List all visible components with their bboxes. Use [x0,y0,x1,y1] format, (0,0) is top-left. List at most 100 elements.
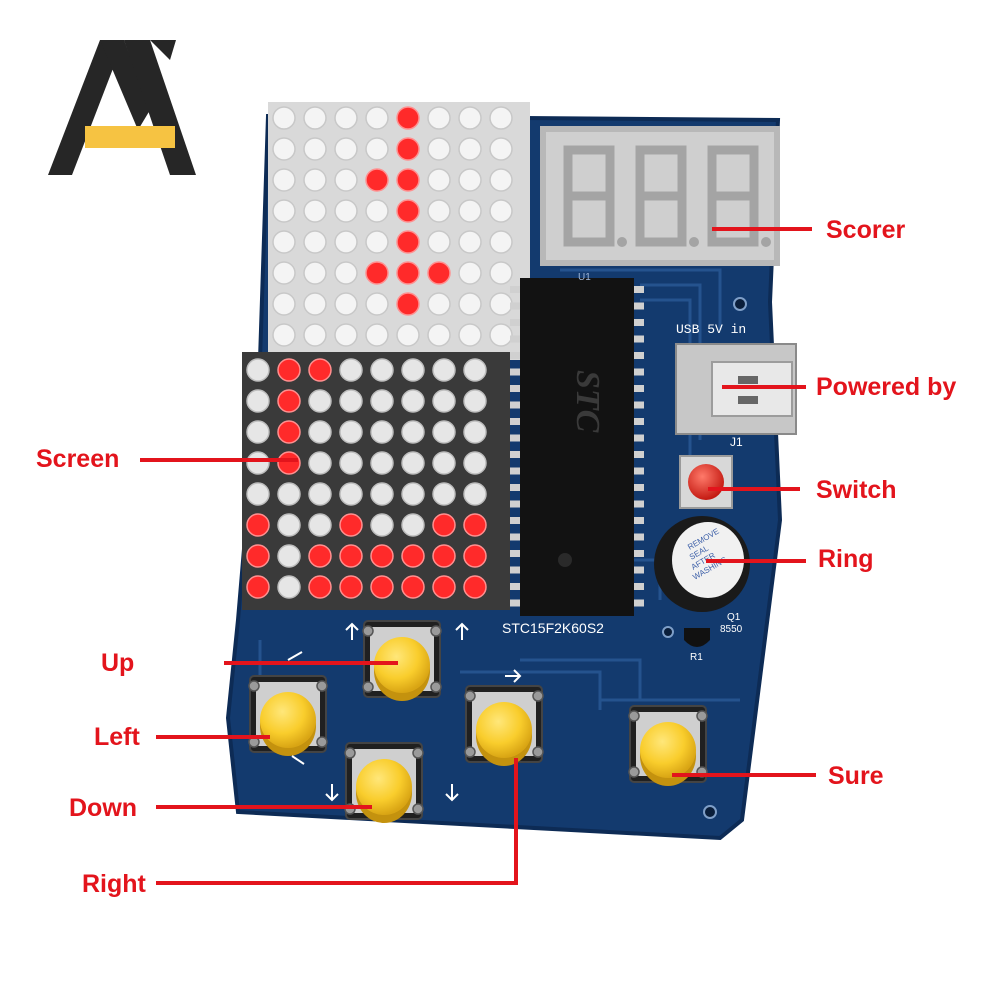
led-dot [365,168,389,192]
power-switch [679,455,733,509]
led-dot [432,513,456,537]
led-dot [339,389,363,413]
led-dot [272,199,296,223]
led-dot [458,106,482,130]
led-dot [427,137,451,161]
led-dot [370,451,394,475]
down-button[interactable] [344,742,424,823]
chip-pin [510,352,520,359]
led-dot [303,292,327,316]
led-dot [489,199,513,223]
led-dot [401,513,425,537]
chip-pin [510,302,520,310]
led-dot [432,358,456,382]
led-dot [308,575,332,599]
chip-pin [634,517,644,524]
usb-ref: J1 [730,435,743,449]
led-dot [458,168,482,192]
led-dot [277,513,301,537]
up-button[interactable] [362,620,442,701]
led-dot [246,420,270,444]
led-dot [277,544,301,568]
sure-button[interactable] [628,705,708,786]
led-dot [277,482,301,506]
led-dot [427,292,451,316]
callout-ring: Ring [818,545,874,573]
right-line [156,758,518,885]
led-dot [272,230,296,254]
led-dot [427,230,451,254]
led-dot [489,137,513,161]
led-dot [246,544,270,568]
led-dot [303,168,327,192]
chip-pin [634,599,644,607]
led-dot [246,451,270,475]
led-dot [365,323,389,347]
led-dot [303,323,327,347]
led-dot [246,575,270,599]
led-dot [463,575,487,599]
chip-pin [510,467,520,475]
chip-pin [510,418,520,425]
led-dot [432,544,456,568]
right-button[interactable] [464,685,544,766]
led-dot [370,389,394,413]
led-dot [458,261,482,285]
led-dot [308,482,332,506]
digit-segment [707,145,759,247]
led-dot [308,389,332,413]
led-dot [396,137,420,161]
led-dot [308,420,332,444]
chip-pin [634,286,644,293]
chip-pin [634,500,644,508]
led-dot [365,292,389,316]
led-dot [272,168,296,192]
chip-pin [634,352,644,359]
led-dot [334,261,358,285]
chip-pin [510,451,520,458]
led-dot [432,420,456,444]
led-matrix-top [268,102,530,360]
led-dot [396,261,420,285]
led-dot [370,544,394,568]
led-dot [463,513,487,537]
callout-up: Up [101,649,135,677]
chip-pin [510,434,520,442]
led-dot [489,292,513,316]
led-dot [339,451,363,475]
led-dot [401,358,425,382]
led-dot [272,292,296,316]
chip-pin [510,599,520,607]
transistor: Q1 8550 R1 [684,612,743,663]
led-dot [463,482,487,506]
led-dot [339,358,363,382]
led-dot [489,230,513,254]
led-dot [396,230,420,254]
led-dot [432,389,456,413]
led-dot [463,358,487,382]
chip-pin [510,319,520,326]
led-dot [463,389,487,413]
led-dot [489,261,513,285]
left-button[interactable] [248,675,328,756]
chip-pin [510,500,520,508]
chip-pin [634,467,644,475]
led-dot [458,292,482,316]
chip-pin [510,566,520,574]
chip-pin [510,368,520,376]
led-dot [246,358,270,382]
chip-pin [634,302,644,310]
led-dot [463,420,487,444]
led-dot [308,513,332,537]
ic-chip: STC STC15F2K60S2 U1 [502,272,644,636]
led-dot [277,358,301,382]
led-dot [458,137,482,161]
transistor-ref: Q1 [727,612,741,623]
callout-scorer: Scorer [826,216,906,244]
led-dot [246,389,270,413]
led-dot [401,451,425,475]
led-matrix-bottom [242,352,510,610]
led-dot [401,420,425,444]
led-dot [396,199,420,223]
